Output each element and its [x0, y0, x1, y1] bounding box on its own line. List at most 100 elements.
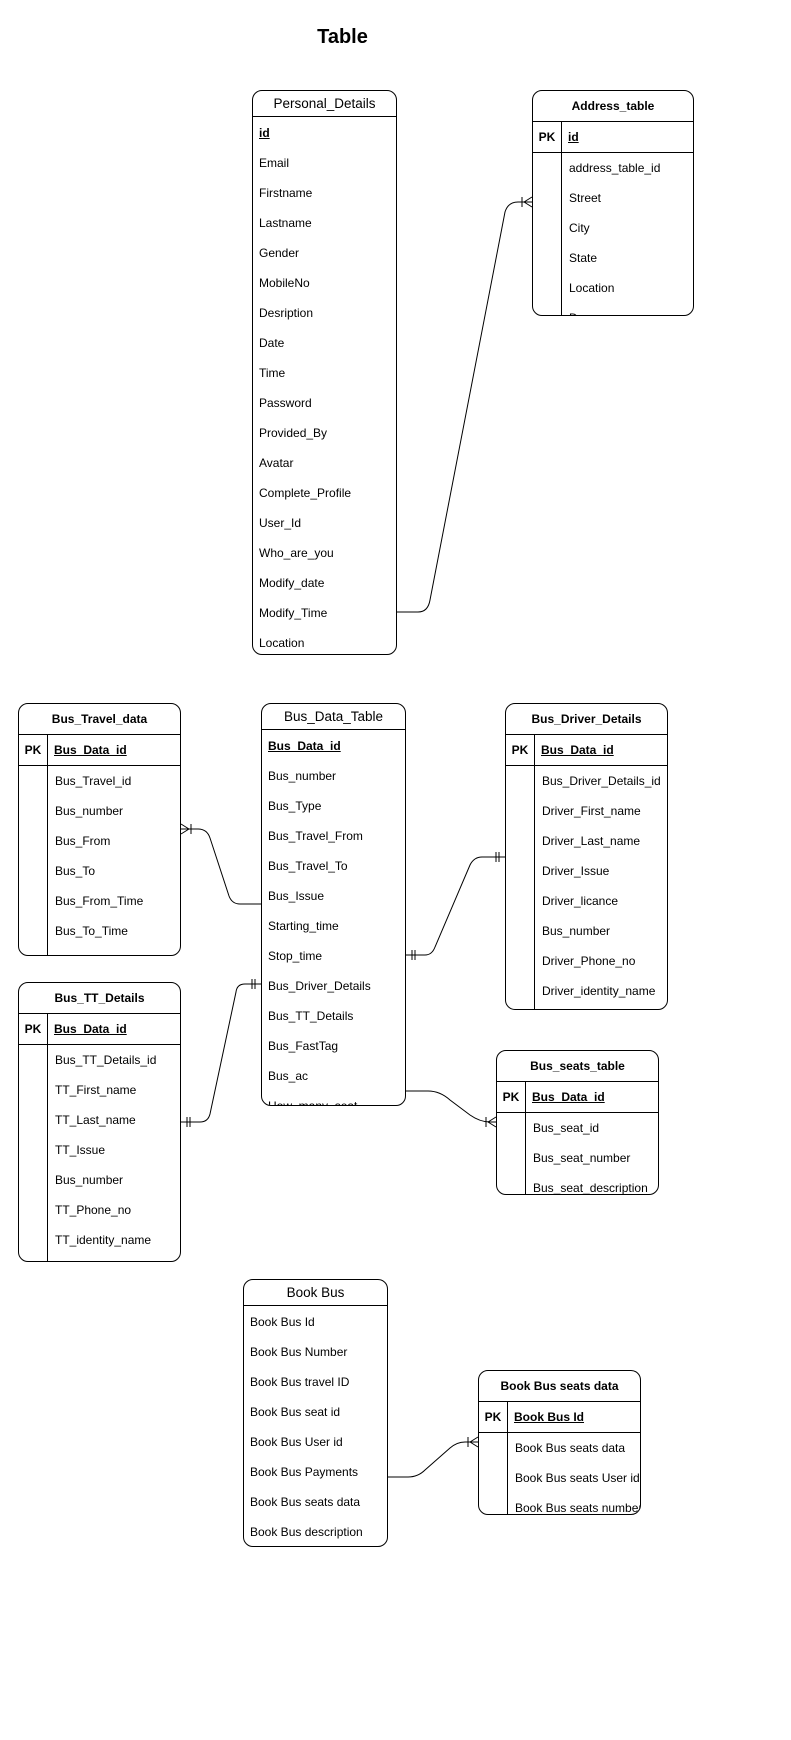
primary-key-field: Bus_Data_id: [54, 1022, 127, 1036]
relationship-busdata-travel: [181, 828, 261, 905]
entity-field: Bus_Issue: [268, 889, 325, 903]
entity-field: Book Bus Payments: [250, 1465, 359, 1479]
primary-key-field: Bus_Data_id: [54, 743, 127, 757]
entity-field: Location: [569, 281, 615, 295]
pk-label: PK: [19, 1014, 48, 1044]
entity-field: Book Bus Id: [250, 1315, 315, 1329]
key-column-divider: [47, 1045, 48, 1261]
entity-field: Gender: [259, 246, 300, 260]
primary-key-row: PK id: [533, 122, 693, 153]
entity-field: Bus_number: [542, 924, 611, 938]
entity-field: Modify_Time: [259, 606, 328, 620]
entity-field: Bus_Type: [268, 799, 322, 813]
entity-field: Location: [259, 636, 305, 650]
entity-title: Bus_Driver_Details: [506, 704, 667, 735]
primary-key-field: Bus_Data_id: [268, 739, 341, 753]
entity-field: Driver_First_name: [542, 804, 641, 818]
entity-field: Bus_seat_description: [533, 1181, 648, 1195]
entity-field: Bus_Travel_From: [268, 829, 363, 843]
entity-title: Personal_Details: [253, 91, 396, 117]
primary-key-row: PK Bus_Data_id: [19, 1014, 180, 1045]
entity-field: Book Bus User id: [250, 1435, 343, 1449]
entity-field: Time: [259, 366, 286, 380]
key-column-divider: [47, 766, 48, 955]
entity-field: Firstname: [259, 186, 313, 200]
entity-field: Book Bus seats data: [250, 1495, 361, 1509]
crows-foot-many-marker: [523, 196, 533, 208]
entity-title: Address_table: [533, 91, 693, 122]
entity-field: Date: [259, 336, 285, 350]
entity-field: Bus_seat_id: [533, 1121, 600, 1135]
entity-title: Bus_Travel_data: [19, 704, 180, 735]
entity-field: Driver_Issue: [542, 864, 610, 878]
entity-field: Bus_Travel_To: [268, 859, 348, 873]
entity-field: TT_identity_name: [55, 1233, 152, 1247]
entity-field: Bus_From_Time: [55, 894, 144, 908]
entity-field: MobileNo: [259, 276, 310, 290]
entity-field: Bus_number: [55, 804, 124, 818]
key-column-divider: [507, 1433, 508, 1514]
entity-field: TT_Phone_no: [55, 1203, 132, 1217]
entity-field: Desc: [533, 303, 693, 315]
primary-key-field: id: [568, 130, 579, 144]
entity-field: Driver_Phone_no: [542, 954, 636, 968]
entity-field: Complete_Profile: [259, 486, 352, 500]
entity-title: Bus_Data_Table: [262, 704, 405, 730]
entity-field: Book Bus description: [250, 1525, 363, 1539]
entity-field: Book Bus seats number: [515, 1501, 641, 1515]
entity-field: Book Bus seats User id: [515, 1471, 640, 1485]
entity-field: Bus_To: [55, 864, 96, 878]
primary-key-field: Book Bus Id: [514, 1410, 585, 1424]
entity-field: Driver_licance: [542, 894, 619, 908]
entity-book-bus-seats-data[interactable]: Book Bus seats data PK Book Bus Id Book Bu…: [478, 1370, 641, 1515]
relationship-busdata-driver: [406, 856, 505, 956]
entity-field: Bus_To_Time: [55, 924, 128, 938]
entity-field: Street: [569, 191, 602, 205]
entity-field: Bus_Driver_Details_id: [542, 774, 661, 788]
entity-field: address_table_id: [569, 161, 661, 175]
entity-field: Book Bus travel ID: [250, 1375, 350, 1389]
pk-label: PK: [533, 122, 562, 152]
entity-field: How_many_seat: [268, 1099, 358, 1106]
key-column-divider: [525, 1113, 526, 1194]
entity-field: Stop_time: [268, 949, 323, 963]
entity-field: Driver_identity_name: [542, 984, 656, 998]
entity-field: Bus_FastTag: [268, 1039, 339, 1053]
relationship-busdata-seats: [406, 1090, 496, 1123]
relationship-bookbus-seats: [388, 1441, 478, 1478]
entity-field: Starting_time: [268, 919, 339, 933]
primary-key-field: Bus_Data_id: [532, 1090, 605, 1104]
entity-field: Bus_From: [55, 834, 111, 848]
primary-key-row: PK Book Bus Id: [479, 1402, 640, 1433]
primary-key-field: Bus_Data_id: [541, 743, 614, 757]
entity-field: City: [569, 221, 590, 235]
entity-title: Book Bus: [244, 1280, 387, 1306]
entity-field: Bus_TT_Details_id: [55, 1053, 157, 1067]
primary-key-field: id: [259, 126, 270, 140]
crows-foot-many-marker: [469, 1436, 479, 1448]
entity-field: TT_Last_name: [55, 1113, 136, 1127]
pk-label: PK: [479, 1402, 508, 1432]
entity-field: Bus_number: [55, 1173, 124, 1187]
key-column-divider: [561, 153, 562, 315]
entity-field: Bus_Driver_Details: [268, 979, 371, 993]
entity-field: Bus_seat_number: [533, 1151, 631, 1165]
entity-field: Book Bus seats data: [515, 1441, 626, 1455]
entity-field: Bus_ac: [268, 1069, 309, 1083]
entity-title: Book Bus seats data: [479, 1371, 640, 1402]
relationship-personal-address: [397, 201, 532, 613]
entity-field: Driver_Last_name: [542, 834, 641, 848]
entity-field: Bus_Travel_id: [55, 774, 132, 788]
entity-field: Bus_Prize: [19, 946, 180, 955]
entity-field: Book Bus seat id: [250, 1405, 341, 1419]
